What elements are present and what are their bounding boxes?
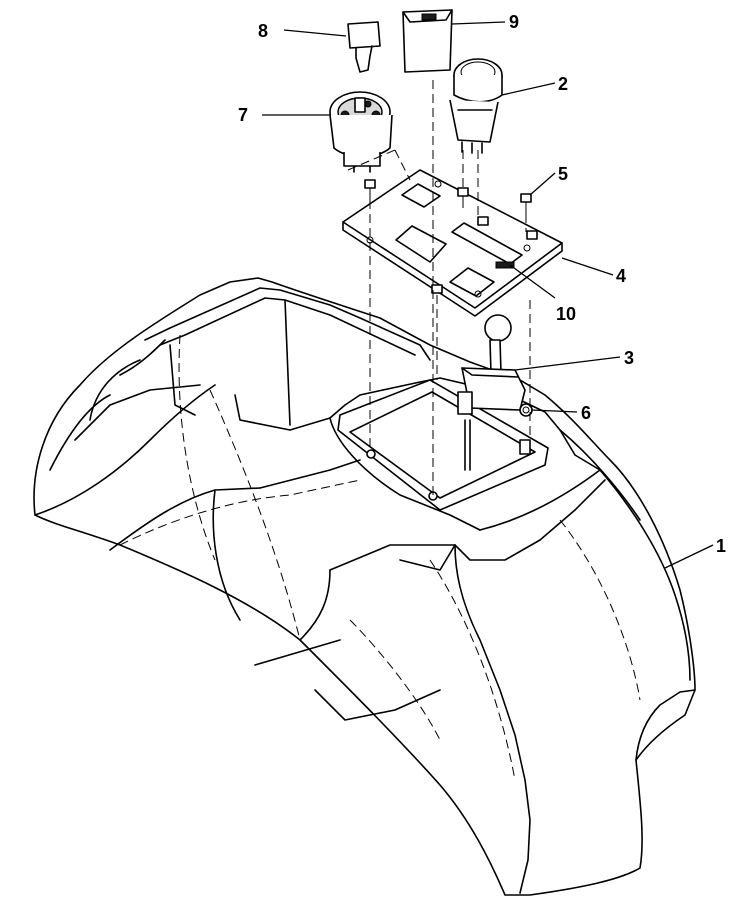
callout-8: 8 — [258, 21, 268, 41]
assembly-center-lines — [347, 80, 531, 495]
throttle-lever — [457, 314, 531, 471]
callout-6: 6 — [581, 403, 591, 423]
ignition-key — [347, 21, 381, 73]
callout-leaders — [262, 21, 714, 569]
console-housing — [33, 277, 696, 896]
pto-switch — [449, 58, 503, 154]
callout-2: 2 — [558, 74, 568, 94]
ignition-switch — [329, 91, 393, 173]
callout-9: 9 — [509, 12, 519, 32]
callout-4: 4 — [616, 266, 626, 286]
hour-meter — [402, 9, 453, 73]
callout-7: 7 — [238, 105, 248, 125]
callout-5: 5 — [558, 164, 568, 184]
callout-3: 3 — [624, 348, 634, 368]
switch-mounting-plate — [342, 169, 563, 317]
screws — [364, 179, 538, 501]
callout-1: 1 — [716, 536, 726, 556]
callout-10: 10 — [556, 304, 576, 324]
